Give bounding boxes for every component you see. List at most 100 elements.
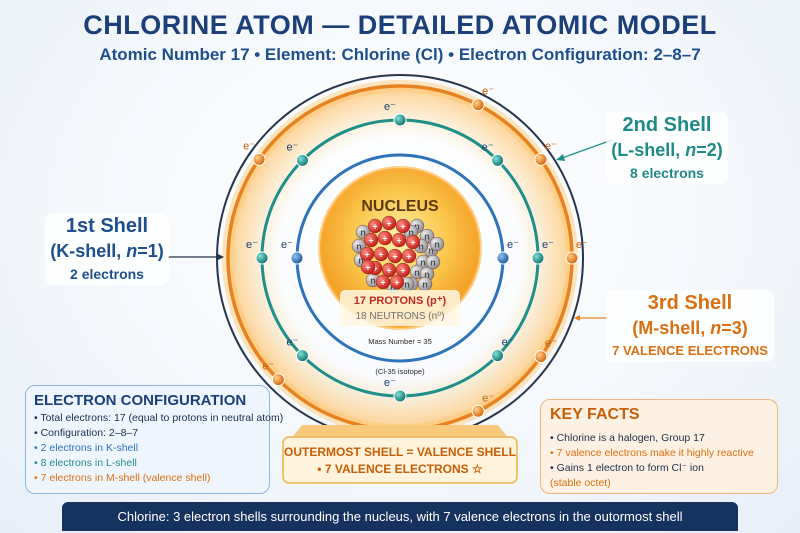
- shell-1-subtitle-prefix: (K-shell,: [50, 241, 127, 261]
- electron-shell-3: [471, 404, 485, 418]
- neutron-count: 18 NEUTRONS (n⁰): [355, 311, 444, 322]
- electron-label: e⁻: [384, 101, 396, 113]
- neutron-symbol: n: [414, 222, 420, 232]
- electron-config-box: ELECTRON CONFIGURATION • Total electrons…: [25, 385, 283, 494]
- proton-symbol: +: [378, 250, 383, 260]
- shell-1-count: 2 electrons: [70, 266, 144, 282]
- neutron-symbol: n: [424, 232, 430, 242]
- neutron-symbol: n: [420, 258, 426, 268]
- shell-2-n-var: n: [685, 140, 697, 160]
- shell-1-n-var: n: [126, 241, 138, 261]
- key-facts-box: KEY FACTS • Chlorine is a halogen, Group…: [540, 399, 778, 494]
- proton-symbol: +: [406, 252, 411, 262]
- proton: [405, 234, 421, 250]
- neutron: [425, 254, 441, 270]
- valence-banner-line1: OUTERMOST SHELL = VALENCE SHELL: [284, 445, 516, 459]
- neutron-symbol: n: [408, 228, 414, 238]
- neutron-symbol: n: [424, 270, 430, 280]
- isotope-label: (Cl-35 isotope): [375, 367, 425, 376]
- valence-banner-line2: • 7 VALENCE ELECTRONS ☆: [317, 462, 483, 476]
- proton-symbol: +: [368, 236, 373, 246]
- neutron-symbol: n: [422, 280, 428, 290]
- proton-symbol: +: [372, 222, 377, 232]
- shell-3-n-var: n: [710, 318, 722, 338]
- proton: [395, 262, 411, 278]
- electron-layer: e⁻e⁻e⁻e⁻e⁻e⁻e⁻e⁻e⁻e⁻e⁻e⁻e⁻e⁻e⁻e⁻e⁻: [243, 86, 588, 418]
- neutron-symbol: n: [428, 246, 434, 256]
- electron-shell-3: [271, 373, 285, 387]
- nucleon-cluster: nnnnnnnnnnnnnnnnnn+++++++++++++++++: [351, 215, 445, 294]
- shell-3-title: 3rd Shell: [647, 292, 733, 314]
- electron-shell-2: [295, 349, 309, 363]
- proton: [363, 232, 379, 248]
- electron-label: e⁻: [542, 239, 554, 251]
- proton: [381, 215, 397, 231]
- electron-label: e⁻: [545, 140, 557, 152]
- proton-symbol: +: [386, 219, 391, 229]
- neutron-symbol: n: [418, 242, 424, 252]
- shell-3-callout: 3rd Shell (M-shell, n=3) 7 VALENCE ELECT…: [606, 290, 774, 362]
- electron-label: e⁻: [243, 140, 255, 152]
- proton-symbol: +: [364, 250, 369, 260]
- electron-shell-2: [393, 389, 407, 403]
- electron-shell-2: [491, 349, 505, 363]
- shell-2-pointer: [561, 139, 613, 159]
- electron-shell-3: [534, 152, 548, 166]
- electron-label: e⁻: [482, 392, 494, 404]
- electron-label: e⁻: [286, 141, 298, 153]
- electron-config-item: • 7 electrons in M-shell (valence shell): [34, 472, 211, 484]
- electron-label: e⁻: [281, 239, 293, 251]
- neutron-symbol: n: [430, 258, 436, 268]
- electron-label: e⁻: [507, 239, 519, 251]
- electron-label: e⁻: [545, 338, 557, 350]
- proton-symbol: +: [410, 238, 415, 248]
- key-facts-item: • Chlorine is a halogen, Group 17: [550, 432, 705, 444]
- shell-2-count: 8 electrons: [630, 165, 704, 181]
- shell-3-n-val: =3): [721, 318, 748, 338]
- proton: [391, 232, 407, 248]
- electron-shell-3: [565, 251, 579, 265]
- neutron-symbol: n: [356, 242, 362, 252]
- electron-shell-2: [491, 153, 505, 167]
- electron-config-list: • Total electrons: 17 (equal to protons …: [34, 411, 283, 486]
- key-facts-item: • Gains 1 electron to form Cl⁻ ion: [550, 462, 704, 474]
- page-subtitle: Atomic Number 17 • Element: Chlorine (Cl…: [99, 45, 701, 64]
- key-facts-list: • Chlorine is a halogen, Group 17• 7 val…: [550, 431, 754, 491]
- electron-shell-2: [295, 153, 309, 167]
- shell-2-n-val: =2): [696, 140, 723, 160]
- electron-shell-2: [393, 113, 407, 127]
- proton-count: 17 PROTONS (p⁺): [354, 295, 447, 307]
- neutron-symbol: n: [358, 256, 364, 266]
- page-title: CHLORINE ATOM — DETAILED ATOMIC MODEL: [83, 10, 717, 40]
- proton-symbol: +: [396, 236, 401, 246]
- electron-shell-1: [496, 251, 510, 265]
- proton: [401, 248, 417, 264]
- electron-config-item: • Configuration: 2–8–7: [34, 427, 139, 439]
- electron-shell-3: [471, 98, 485, 112]
- shell-3-count: 7 VALENCE ELECTRONS: [612, 343, 768, 358]
- neutron-symbol: n: [370, 276, 376, 286]
- key-facts-title: KEY FACTS: [550, 406, 640, 423]
- nucleus-rim: [318, 166, 482, 330]
- electron-config-item: • 8 electrons in L-shell: [34, 457, 137, 469]
- proton: [395, 218, 411, 234]
- proton-symbol: +: [400, 222, 405, 232]
- shell-1-pointer-arrow: [218, 254, 224, 260]
- electron-label: e⁻: [482, 86, 494, 98]
- electron-shell-2: [531, 251, 545, 265]
- proton: [360, 259, 376, 275]
- mass-number: Mass Number = 35: [368, 337, 432, 346]
- electron-label: e⁻: [286, 337, 298, 349]
- shell-1-n-val: =1): [137, 241, 164, 261]
- proton: [373, 246, 389, 262]
- nucleus: [320, 168, 480, 328]
- neutron-symbol: n: [414, 268, 420, 278]
- proton: [377, 230, 393, 246]
- electron-shell-2: [255, 251, 269, 265]
- proton-symbol: +: [392, 252, 397, 262]
- shell-3-pointer-arrow: [574, 315, 580, 321]
- shell-2-pointer-arrow: [556, 154, 565, 161]
- proton-symbol: +: [394, 278, 399, 288]
- shell-2-title: 2nd Shell: [622, 114, 712, 136]
